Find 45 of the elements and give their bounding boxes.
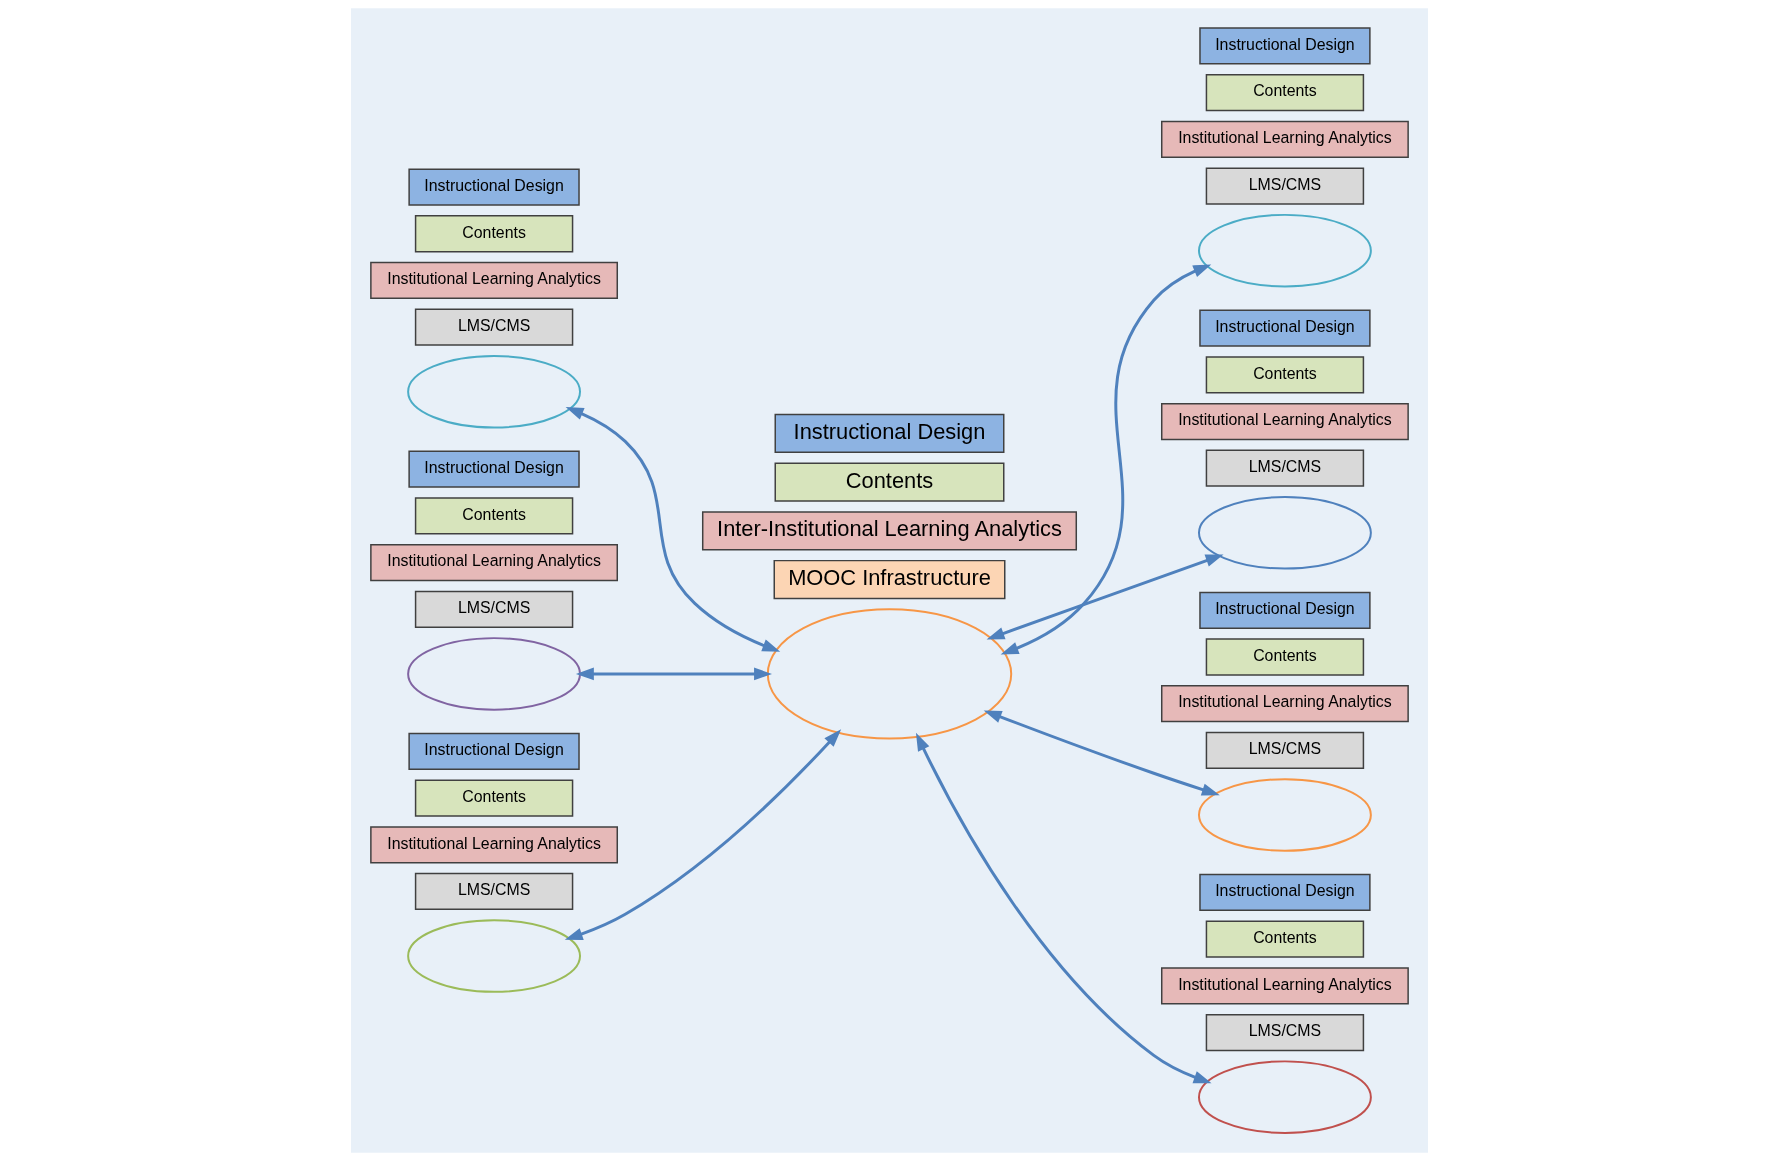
node-ellipse xyxy=(1198,213,1372,288)
arrow xyxy=(915,732,1212,1084)
node-box: MOOC Infrastructure xyxy=(773,559,1006,600)
arrow xyxy=(986,554,1224,640)
node-box: Institutional Learning Analytics xyxy=(370,826,618,864)
node-box: LMS/CMS xyxy=(1205,449,1365,487)
node-box: Instructional Design xyxy=(1199,27,1371,65)
node-box: Contents xyxy=(1205,356,1365,394)
arrow xyxy=(575,667,772,681)
node-box: Contents xyxy=(774,462,1005,502)
node-box: LMS/CMS xyxy=(1205,1013,1365,1052)
node-ellipse xyxy=(407,354,581,429)
node-box: Contents xyxy=(1205,920,1365,958)
arrow xyxy=(983,710,1220,796)
node-box: LMS/CMS xyxy=(414,308,574,346)
node-box: Instructional Design xyxy=(408,168,580,206)
node-box: Contents xyxy=(414,779,574,817)
node-box: Instructional Design xyxy=(1199,873,1371,912)
arrow xyxy=(564,729,842,940)
node-box: Instructional Design xyxy=(1199,591,1371,629)
node-box: LMS/CMS xyxy=(414,872,574,911)
node-box: Instructional Design xyxy=(408,732,580,770)
node-box: LMS/CMS xyxy=(1205,167,1365,205)
arrow xyxy=(565,407,781,652)
node-box: LMS/CMS xyxy=(414,590,574,628)
node-box: LMS/CMS xyxy=(1205,731,1365,770)
node-box: Institutional Learning Analytics xyxy=(1161,120,1409,158)
node-ellipse xyxy=(1198,1060,1372,1134)
node-box: Institutional Learning Analytics xyxy=(370,544,618,582)
node-box: Institutional Learning Analytics xyxy=(1161,967,1409,1005)
arrow xyxy=(1000,264,1212,655)
node-box: Institutional Learning Analytics xyxy=(1161,402,1409,441)
node-box: Contents xyxy=(1205,74,1365,112)
node-box: Instructional Design xyxy=(774,413,1005,454)
node-box: Instructional Design xyxy=(1199,309,1371,347)
node-box: Contents xyxy=(414,497,574,535)
node-box: Contents xyxy=(1205,638,1365,676)
node-box: Contents xyxy=(414,215,574,253)
node-box: Institutional Learning Analytics xyxy=(370,261,618,300)
node-box: Institutional Learning Analytics xyxy=(1161,685,1409,723)
node-ellipse xyxy=(407,637,581,711)
node-ellipse xyxy=(766,608,1013,740)
node-box: Instructional Design xyxy=(408,450,580,488)
node-box: Inter-Institutional Learning Analytics xyxy=(701,511,1078,551)
node-ellipse xyxy=(407,919,581,993)
